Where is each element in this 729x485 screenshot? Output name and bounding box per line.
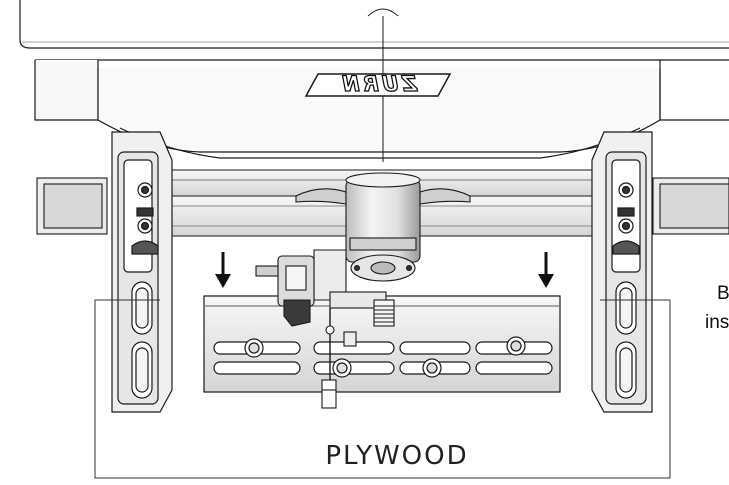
arrow-down-icon	[215, 252, 231, 288]
side-note-line1: B	[717, 283, 729, 304]
brand-logo: ZURN	[304, 71, 452, 97]
side-blocks	[36, 177, 729, 235]
left-bracket	[111, 131, 173, 413]
valve-assembly	[255, 172, 471, 409]
fixture-top	[19, 0, 729, 159]
plywood-board	[94, 299, 671, 479]
brand-logo-text: ZURN	[339, 72, 418, 96]
mounting-bar	[203, 295, 561, 393]
right-bracket	[591, 131, 653, 413]
side-note-line2: ins	[705, 312, 729, 333]
plywood-label: PLYWOOD	[325, 441, 468, 471]
arrow-down-icon	[538, 252, 554, 288]
